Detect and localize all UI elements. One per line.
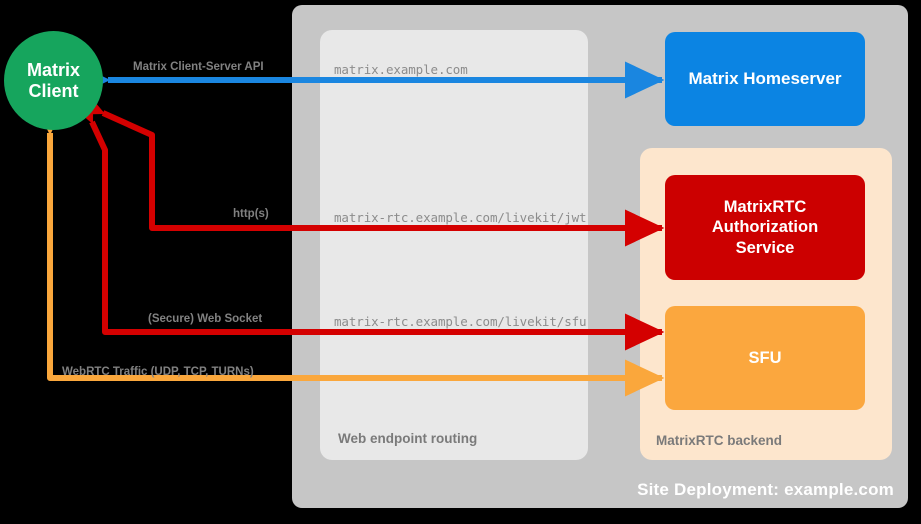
authorization-service-label-line2: Authorization (711, 218, 819, 237)
protocol-label-webrtc-traffic: WebRTC Traffic (UDP, TCP, TURNs) (62, 366, 254, 378)
authorization-service-label-line3: Service (735, 238, 795, 257)
node-matrix-client[interactable]: Matrix Client (4, 31, 103, 130)
protocol-label-https: http(s) (233, 208, 269, 220)
node-sfu[interactable]: SFU (665, 306, 865, 410)
authorization-service-label-line1: MatrixRTC (723, 198, 807, 217)
matrix-client-label-line2: Client (28, 80, 79, 101)
node-matrixrtc-authorization-service[interactable]: MatrixRTC Authorization Service (665, 175, 865, 280)
matrixrtc-backend-label: MatrixRTC backend (656, 433, 783, 448)
protocol-label-secure-websocket: (Secure) Web Socket (148, 313, 263, 325)
connector-webrtc-traffic (31, 95, 665, 397)
sfu-label: SFU (748, 348, 782, 367)
site-deployment-label: Site Deployment: example.com (637, 480, 894, 499)
endpoint-url-jwt: matrix-rtc.example.com/livekit/jwt (334, 210, 587, 225)
endpoint-url-sfu: matrix-rtc.example.com/livekit/sfu (334, 314, 587, 329)
protocol-label-matrix-client-server-api: Matrix Client-Server API (133, 61, 264, 73)
web-endpoint-routing-label: Web endpoint routing (338, 431, 478, 446)
matrix-homeserver-label: Matrix Homeserver (688, 69, 842, 88)
matrix-client-label-line1: Matrix (26, 60, 80, 81)
node-matrix-homeserver[interactable]: Matrix Homeserver (665, 32, 865, 126)
endpoint-url-matrix: matrix.example.com (334, 62, 468, 77)
